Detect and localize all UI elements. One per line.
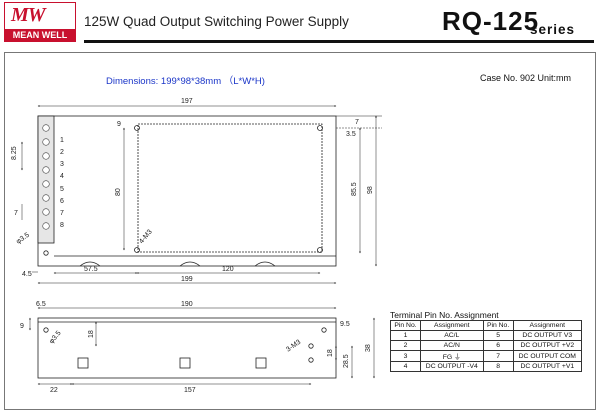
side-hole-left (43, 327, 49, 333)
logo-name: MEAN WELL (5, 29, 75, 41)
table-row: 3 FG ⏚ 7 DC OUTPUT COM (390, 350, 583, 362)
terminal-number-5: 5 (60, 186, 64, 193)
dim-side-right-height: 28.5 (343, 354, 350, 368)
pcb-outline (137, 123, 323, 253)
assignment-cell: DC OUTPUT COM (512, 350, 583, 362)
side-slot-mid (179, 357, 191, 369)
dim-side-bottom-len: 157 (184, 387, 196, 394)
assignment-cell: DC OUTPUT +V2 (512, 340, 583, 351)
dim-right-edge: 7 (355, 119, 359, 126)
dim-side-right-hole: 18 (327, 349, 334, 357)
pin-cell: 6 (482, 340, 514, 351)
pin-cell: 1 (390, 330, 421, 341)
assignment-cell: FG ⏚ (419, 350, 484, 362)
top-view (37, 115, 337, 267)
terminal-number-2: 2 (60, 149, 64, 156)
dim-thread-top: 4-M3 (138, 228, 154, 245)
series-label: series (530, 22, 576, 37)
assignment-cell: DC OUTPUT +V1 (512, 361, 583, 372)
assignment-cell: AC/N (419, 340, 484, 351)
hole-phi35-top (43, 250, 49, 256)
dim-side-top: 9 (20, 323, 24, 330)
dim-mount-top: 9 (117, 121, 121, 128)
mount-hole-bottom-left (134, 247, 140, 253)
mount-hole-top-left (134, 125, 140, 131)
dim-hole-top: φ3.5 (15, 232, 31, 246)
table-row: 2 AC/N 6 DC OUTPUT +V2 (390, 340, 583, 351)
dim-side-total-height: 38 (365, 344, 372, 352)
side-hole-right-2 (308, 357, 314, 363)
side-slot-left (77, 357, 89, 369)
dim-pitch: 8.25 (11, 146, 18, 160)
assignment-cell: DC OUTPUT -V4 (419, 361, 484, 372)
pin-assignment-table: Pin No. Assignment Pin No. Assignment 1 … (390, 320, 583, 372)
model-number: RQ-125 (442, 6, 540, 36)
drawing-frame (4, 52, 596, 410)
dim-bottom-left: 57.5 (84, 266, 98, 273)
dimensions-title: Dimensions: 199*98*38mm （L*W*H) (106, 76, 265, 87)
dim-overall-length: 197 (181, 98, 193, 105)
header-assignment-2: Assignment (512, 320, 583, 331)
dim-height-inner: 85.5 (351, 182, 358, 196)
pin-cell: 7 (482, 350, 514, 362)
table-row: 1 AC/L 5 DC OUTPUT V3 (390, 330, 583, 341)
dim-left-offset: 4.5 (22, 271, 32, 278)
terminal-number-3: 3 (60, 161, 64, 168)
dim-length-total: 199 (181, 276, 193, 283)
terminal-number-6: 6 (60, 198, 64, 205)
dim-right-small: 3.5 (346, 131, 356, 138)
side-hole-right-top (321, 327, 327, 333)
top-view-dimension-labels: 197 9 7 3.5 85.5 98 8.25 7 80 4-M3 φ3.5 … (11, 98, 374, 283)
terminal-number-4: 4 (60, 173, 64, 180)
header-pin-no-2: Pin No. (482, 320, 514, 331)
dim-side-length: 190 (181, 301, 193, 308)
dim-inner-height: 80 (115, 188, 122, 196)
pin-cell: 8 (482, 361, 514, 372)
dim-side-hole: φ3.5 (48, 330, 63, 346)
dim-pin-gap: 7 (14, 210, 18, 217)
dim-side-bottom-left: 22 (50, 387, 58, 394)
header-assignment-1: Assignment (419, 320, 484, 331)
terminal-numbers: 1 2 3 4 5 6 7 8 (60, 137, 64, 229)
top-view-outline (37, 115, 337, 267)
mean-well-logo: MW MEAN WELL (4, 2, 76, 42)
slots (79, 261, 276, 267)
pin-cell: 4 (390, 361, 421, 372)
terminal-screws (42, 124, 50, 230)
dim-height-total: 98 (367, 186, 374, 194)
dim-bottom-mid: 120 (222, 266, 234, 273)
pin-cell: 3 (390, 350, 421, 362)
table-header-row: Pin No. Assignment Pin No. Assignment (390, 320, 583, 331)
logo-mark: MW (11, 4, 46, 26)
terminal-number-1: 1 (60, 137, 64, 144)
header-rule (84, 40, 594, 43)
mount-hole-bottom-right (317, 247, 323, 253)
dim-side-right-top: 9.5 (340, 321, 350, 328)
case-number: Case No. 902 Unit:mm (480, 73, 572, 83)
terminal-block (37, 115, 55, 244)
top-view-dimension-lines (21, 105, 382, 284)
side-view-dimension-lines (29, 307, 375, 385)
table-row: 4 DC OUTPUT -V4 8 DC OUTPUT +V1 (390, 361, 583, 372)
mount-hole-top-right (317, 125, 323, 131)
product-title: 125W Quad Output Switching Power Supply (84, 14, 349, 29)
side-slot-right (255, 357, 267, 369)
terminal-number-8: 8 (60, 222, 64, 229)
dim-side-thread: 3-M3 (285, 339, 302, 354)
dim-side-hole-height: 18 (88, 330, 95, 338)
pin-cell: 2 (390, 340, 421, 351)
side-view-dimension-labels: 6.5 190 9 φ3.5 18 3-M3 9.5 18 28.5 38 22… (20, 301, 372, 394)
assignment-cell: AC/L (419, 330, 484, 341)
assignment-cell: DC OUTPUT V3 (512, 330, 583, 341)
terminal-number-7: 7 (60, 210, 64, 217)
pin-cell: 5 (482, 330, 514, 341)
header-pin-no-1: Pin No. (390, 320, 421, 331)
header: MW MEAN WELL 125W Quad Output Switching … (0, 0, 600, 44)
side-hole-right-1 (308, 343, 314, 349)
pin-assignment-title: Terminal Pin No. Assignment (390, 310, 499, 320)
dim-side-left-offset: 6.5 (36, 301, 46, 308)
